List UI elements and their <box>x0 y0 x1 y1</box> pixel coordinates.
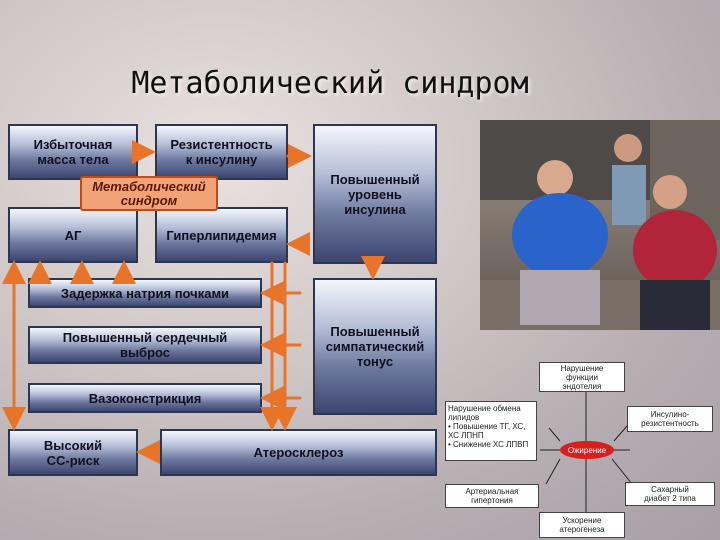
page-title: Метаболический синдром <box>131 66 529 101</box>
vasoconstriction-box: Вазоконстрикция <box>28 383 262 413</box>
sympathetic-tone-box: Повышенный симпатический тонус <box>313 278 437 415</box>
obesity-oval: Ожирение <box>560 441 614 459</box>
atherogenesis-box: Ускорение атерогенеза <box>539 512 625 538</box>
lipid-metabolism-box: Нарушение обмена липидов • Повышение ТГ,… <box>445 401 537 461</box>
excess-weight-box: Избыточная масса тела <box>8 124 138 180</box>
hypertension-box: Артериальная гипертония <box>445 484 539 508</box>
endothelium-dysfunction-box: Нарушение функции эндотелия <box>539 362 625 392</box>
atherosclerosis-box: Атеросклероз <box>160 429 437 476</box>
hyperlipidemia-box: Гиперлипидемия <box>155 207 288 263</box>
cardiac-output-box: Повышенный сердечный выброс <box>28 326 262 364</box>
high-insulin-box: Повышенный уровень инсулина <box>313 124 437 264</box>
cv-risk-box: Высокий СС-риск <box>8 429 138 476</box>
diabetes-box: Сахарный диабет 2 типа <box>625 482 715 506</box>
insulin-resistance-box: Резистентность к инсулину <box>155 124 288 180</box>
insulin-resistance-mini-box: Инсулино- резистентность <box>627 406 713 432</box>
metabolic-syndrome-label: Метаболический синдром <box>80 176 218 211</box>
patients-photo-illustration <box>480 120 720 330</box>
sodium-retention-box: Задержка натрия почками <box>28 278 262 308</box>
patients-photo <box>480 120 720 330</box>
